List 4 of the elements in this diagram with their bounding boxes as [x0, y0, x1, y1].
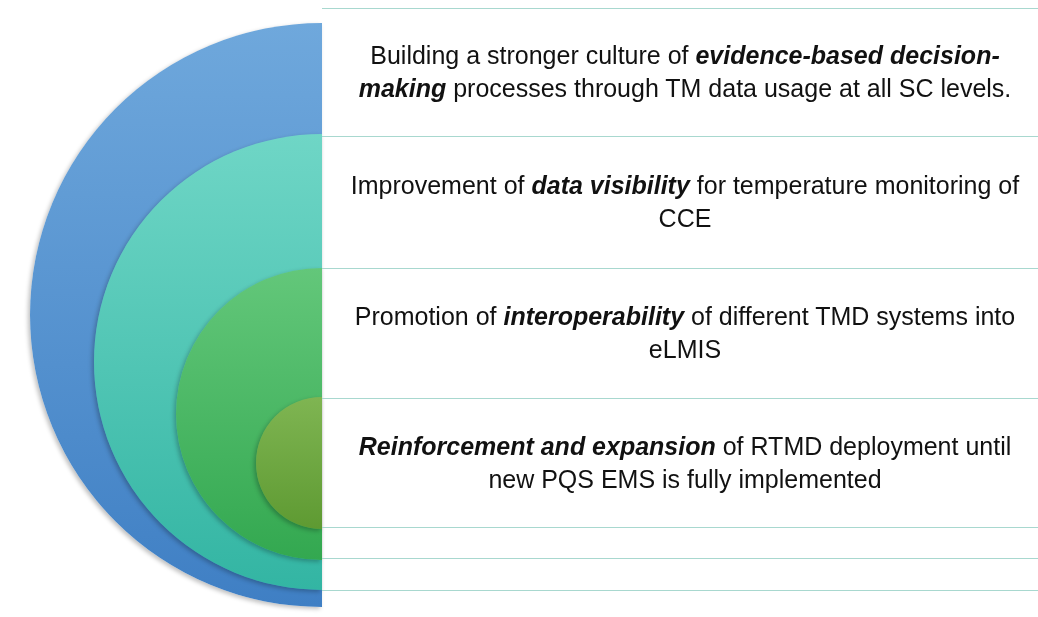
statement-text: Reinforcement and expansion of RTMD deployment until new PQS EMS is fully implemented: [357, 430, 1013, 495]
statement-text: Improvement of data visibility for temperature monitoring of CCE: [349, 170, 1021, 234]
statement-text: Building a stronger culture of evidence-based decision-making processes through TM data usage at all SC levels.: [357, 40, 1013, 104]
statement-text: Promotion of interoperability of different TMD systems into eLMIS: [353, 301, 1017, 365]
